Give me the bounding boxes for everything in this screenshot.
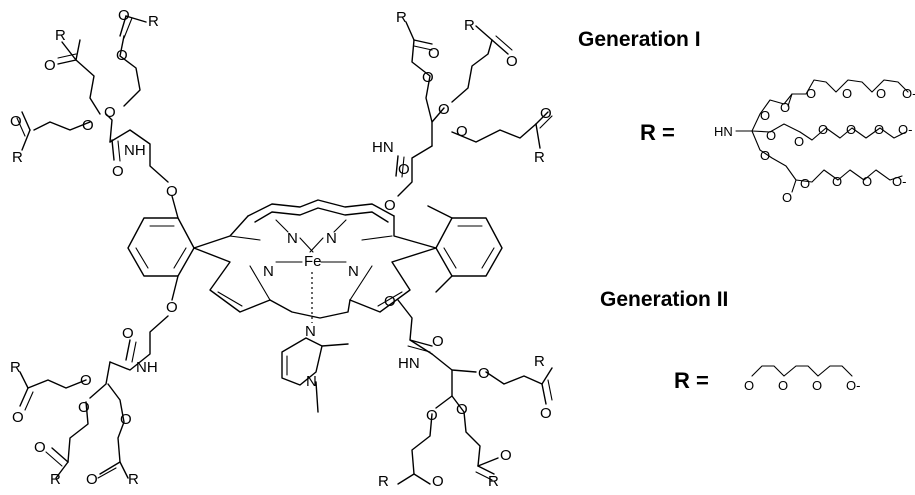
gen1-o-1d: O <box>842 86 852 101</box>
amide-nh-bl: NH <box>136 359 158 376</box>
gen1-o-1-end: O- <box>902 86 915 101</box>
generation-2-legend: Generation II R = O O O O- <box>600 288 860 393</box>
gen1-o-2e: O <box>874 122 884 137</box>
ether-o-br-2: O <box>456 401 468 418</box>
right-aryl-ring: O O <box>384 197 503 310</box>
carbonyl-o-br-3: O <box>432 473 444 490</box>
gen1-o-2d: O <box>846 122 856 137</box>
imidazole-ligand: N N <box>281 323 349 413</box>
carbonyl-o-tl-2: O <box>118 7 130 24</box>
gen2-o-1: O <box>744 378 754 393</box>
gen2-o-end: O- <box>846 378 860 393</box>
generation-1-legend: Generation I R = HN O O O O O O- O O O O… <box>578 28 915 205</box>
carbonyl-o-bl-3: O <box>86 471 98 488</box>
r-equals-gen-1: R = <box>640 120 675 145</box>
porphyrin-core: Fe N N N N <box>193 199 437 323</box>
gen1-hn: HN <box>714 124 733 139</box>
ether-o-bl-2: O <box>78 399 90 416</box>
r-equals-gen-2: R = <box>674 368 709 393</box>
amide-o-br: O <box>432 333 444 350</box>
gen1-o-2-end: O- <box>898 122 912 137</box>
gen2-o-3: O <box>812 378 822 393</box>
ether-o-tr-2: O <box>456 123 468 140</box>
carbonyl-o-tr-1: O <box>428 45 440 62</box>
ether-o-tr-3: O <box>422 69 434 86</box>
carbonyl-o-br-1: O <box>540 405 552 422</box>
r-group-bl-2: R <box>50 471 61 488</box>
amide-hn-tr: HN <box>372 139 394 156</box>
carbonyl-o-tl-3: O <box>10 113 22 130</box>
r-group-br-3: R <box>378 473 389 490</box>
aryl-o-left-bottom: O <box>166 299 178 316</box>
gen1-o-3-end: O- <box>892 174 906 189</box>
gen2-o-2: O <box>778 378 788 393</box>
gen1-o-2c: O <box>818 122 828 137</box>
generation-1-heading: Generation I <box>578 28 701 51</box>
imidazole-n3: N <box>305 323 316 340</box>
r-group-tr-3: R <box>534 149 545 166</box>
r-group-tr-1: R <box>396 9 407 26</box>
r-group-bl-3: R <box>128 471 139 488</box>
r-group-tr-2: R <box>464 17 475 34</box>
dendron-top-right: HN O O O O R O R O O R <box>372 9 553 197</box>
amide-o-bl: O <box>122 325 134 342</box>
dendron-bottom-left: O NH O O O R O O R O R <box>10 315 169 488</box>
amide-nh-tl: NH <box>124 142 146 159</box>
pyrrole-n-bottom-left: N <box>263 263 274 280</box>
pyrrole-n-top-left: N <box>287 230 298 247</box>
carbonyl-o-bl-2: O <box>34 439 46 456</box>
dendron-bottom-right: O HN O O O R O R O R O <box>378 299 553 490</box>
ether-o-tl-2: O <box>82 117 94 134</box>
r-group-tl-3: R <box>12 149 23 166</box>
gen1-o-3c: O <box>800 176 810 191</box>
amide-hn-br: HN <box>398 355 420 372</box>
gen1-o-3a: O <box>760 148 770 163</box>
ether-o-bl-1: O <box>80 372 92 389</box>
generation-2-heading: Generation II <box>600 288 728 311</box>
amide-o-tr: O <box>398 161 410 178</box>
r-group-tl-1: R <box>55 27 66 44</box>
gen1-o-1b: O <box>780 100 790 115</box>
aryl-o-left-top: O <box>166 183 178 200</box>
carbonyl-o-br-2: O <box>500 447 512 464</box>
r-group-tl-2: R <box>148 13 159 30</box>
r-group-br-2: R <box>488 473 499 490</box>
ether-o-br-3: O <box>426 407 438 424</box>
carbonyl-o-tr-3: O <box>540 105 552 122</box>
carbonyl-o-bl-1: O <box>12 409 24 426</box>
gen1-o-2a: O <box>766 128 776 143</box>
ether-o-tl-3: O <box>116 47 128 64</box>
amide-o-tl: O <box>112 163 124 180</box>
ether-o-tl-1: O <box>104 104 116 121</box>
gen1-o-2b: O <box>794 134 804 149</box>
dendron-top-left: O NH O O O O R O R O R <box>10 7 169 183</box>
imidazole-n1: N <box>306 373 317 390</box>
ether-o-br-1: O <box>478 365 490 382</box>
carbonyl-o-tr-2: O <box>506 53 518 70</box>
iron-atom: Fe <box>304 253 322 270</box>
pyrrole-n-bottom-right: N <box>348 263 359 280</box>
r-group-bl-1: R <box>10 359 21 376</box>
gen1-o-3d: O <box>832 174 842 189</box>
gen1-o-3b: O <box>782 190 792 205</box>
r-group-br-1: R <box>534 353 545 370</box>
ether-o-tr-1: O <box>438 101 450 118</box>
gen1-o-3e: O <box>862 174 872 189</box>
gen1-o-1e: O <box>876 86 886 101</box>
aryl-o-right-bottom: O <box>384 293 396 310</box>
ether-o-bl-3: O <box>120 411 132 428</box>
pyrrole-n-top-right: N <box>326 230 337 247</box>
gen1-o-1a: O <box>760 108 770 123</box>
carbonyl-o-tl-1: O <box>44 57 56 74</box>
gen1-o-1c: O <box>806 86 816 101</box>
left-aryl-ring: O O <box>127 183 195 316</box>
aryl-o-right-top: O <box>384 197 396 214</box>
